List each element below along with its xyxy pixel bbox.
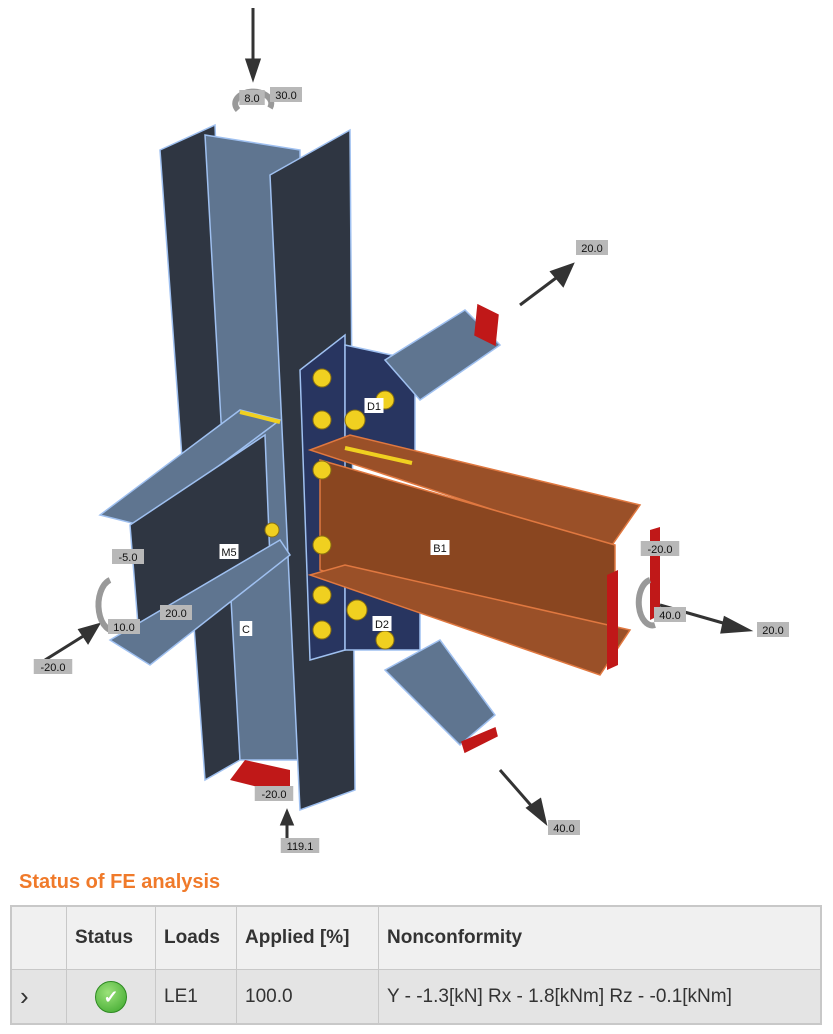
column-header-applied[interactable]: Applied [%] — [236, 905, 379, 970]
expand-row-button[interactable]: › — [10, 969, 67, 1025]
diagonal-d2 — [383, 639, 497, 747]
bolt — [344, 409, 366, 431]
load-label-m5_neg5: -5.0 — [119, 552, 138, 564]
load-label-m5_neg20: -20.0 — [40, 662, 65, 674]
d2-end-plate — [461, 726, 498, 754]
label-background — [364, 398, 384, 413]
member-label-d1: D1 — [367, 401, 381, 413]
load-label-b1_40: 40.0 — [659, 610, 680, 622]
diagonal-d1 — [383, 309, 502, 401]
force-arrow — [44, 633, 86, 662]
weld — [239, 410, 281, 424]
force-arrow — [519, 273, 561, 307]
label-background — [239, 90, 265, 105]
arrow-head-icon — [279, 808, 295, 826]
label-background — [160, 605, 192, 620]
load-label-m5_20: 20.0 — [165, 608, 186, 620]
label-background — [372, 616, 392, 631]
label-background — [33, 659, 73, 674]
label-background — [219, 544, 239, 559]
member-label-b1: B1 — [433, 543, 446, 555]
loads-cell: LE1 — [155, 969, 237, 1025]
label-background — [654, 607, 686, 622]
column-header-loads[interactable]: Loads — [155, 905, 237, 970]
bolt — [312, 460, 332, 480]
member-label-m5: M5 — [221, 547, 236, 559]
load-label-top_m1: 8.0 — [244, 93, 259, 105]
label-background — [640, 541, 680, 556]
fe-status-table: Status Loads Applied [%] Nonconformity ›… — [10, 905, 822, 1025]
member-label-d2: D2 — [375, 619, 389, 631]
arrow-head-icon — [77, 622, 102, 645]
label-background — [270, 87, 302, 102]
bolt — [375, 630, 395, 650]
check-circle-icon: ✓ — [95, 980, 127, 1013]
table-row[interactable]: › ✓ LE1 100.0 Y - -1.3[kN] Rx - 1.8[kNm]… — [10, 969, 822, 1025]
bolt — [346, 599, 368, 621]
table-header-row: Status Loads Applied [%] Nonconformity — [10, 905, 822, 970]
applied-cell: 100.0 — [236, 969, 379, 1025]
column-header-status[interactable]: Status — [66, 905, 156, 970]
column-header-nonconformity[interactable]: Nonconformity — [378, 905, 822, 970]
status-panel-title: Status of FE analysis — [19, 871, 221, 893]
bolt — [312, 535, 332, 555]
load-label-b1_neg20: -20.0 — [647, 544, 672, 556]
column-header-expand — [10, 905, 67, 970]
b1-end-plate-2 — [650, 527, 660, 620]
label-background — [280, 838, 320, 853]
label-background — [576, 240, 608, 255]
load-label-d2_40: 40.0 — [553, 823, 574, 835]
moment-arrow-icon — [635, 577, 656, 629]
label-background — [239, 621, 253, 636]
b1-end-plate — [607, 570, 618, 670]
nonconformity-cell: Y - -1.3[kN] Rx - 1.8[kNm] Rz - -0.1[kNm… — [378, 969, 822, 1025]
label-background — [254, 786, 294, 801]
label-background — [112, 549, 144, 564]
load-label-d1_force: 20.0 — [581, 243, 602, 255]
b1-bottom-flange — [307, 564, 632, 676]
bolt — [312, 620, 332, 640]
arrow-head-icon — [720, 615, 754, 634]
load-label-top_m2: 30.0 — [275, 90, 296, 102]
arrow-head-icon — [525, 797, 548, 826]
load-label-b1_20: 20.0 — [762, 625, 783, 637]
load-label-m5_10: 10.0 — [113, 622, 134, 634]
bolt — [312, 585, 332, 605]
arrow-head-icon — [549, 262, 575, 288]
d1-end-plate — [474, 303, 499, 347]
label-background — [548, 820, 580, 835]
label-background — [108, 619, 140, 634]
m5-bottom-flange — [108, 538, 292, 666]
label-background — [757, 622, 789, 637]
weld — [344, 446, 413, 465]
force-arrow — [498, 769, 537, 811]
bolt — [264, 522, 280, 538]
member-label-c: C — [242, 624, 250, 636]
status-cell: ✓ — [66, 969, 156, 1025]
label-background — [430, 540, 450, 555]
load-label-c_119: 119.1 — [287, 841, 314, 853]
bolt — [312, 368, 332, 388]
arrow-head-icon — [244, 58, 262, 83]
load-label-c_neg20: -20.0 — [261, 789, 286, 801]
bolt — [312, 410, 332, 430]
